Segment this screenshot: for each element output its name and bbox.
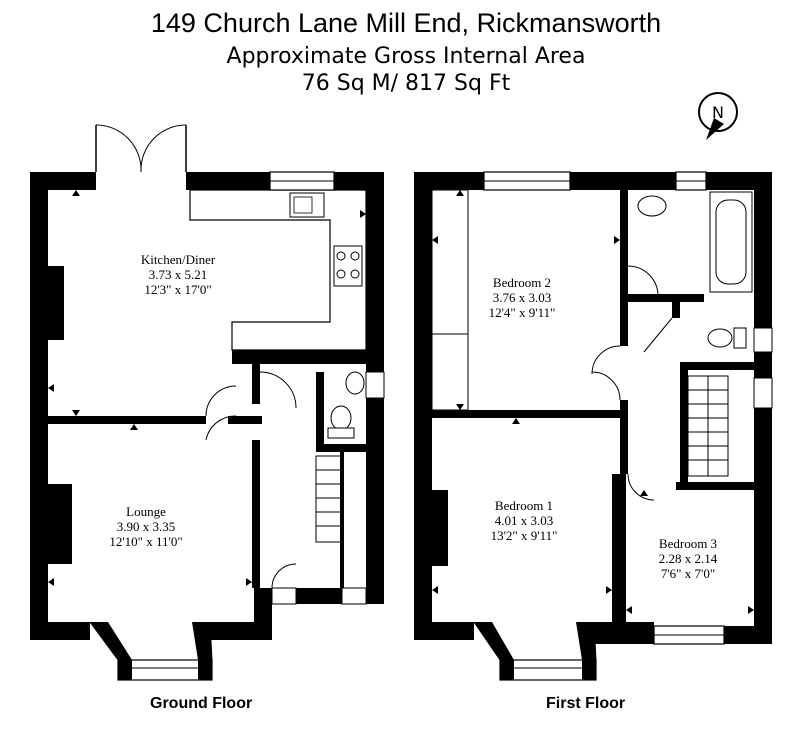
property-address: 149 Church Lane Mill End, Rickmansworth xyxy=(150,8,662,38)
room-name: Lounge xyxy=(126,504,166,519)
room-imperial: 12'4" x 9'11" xyxy=(488,305,556,320)
room-name: Kitchen/Diner xyxy=(140,252,216,267)
room-bedroom-1: Bedroom 1 4.01 x 3.03 13'2" x 9'11" xyxy=(464,498,584,543)
room-metric: 4.01 x 3.03 xyxy=(494,513,554,528)
room-name: Bedroom 2 xyxy=(492,275,552,290)
room-bedroom-3: Bedroom 3 2.28 x 2.14 7'6" x 7'0" xyxy=(630,536,746,581)
room-metric: 2.28 x 2.14 xyxy=(658,551,718,566)
room-kitchen-diner: Kitchen/Diner 3.73 x 5.21 12'3" x 17'0" xyxy=(118,252,238,297)
room-name: Bedroom 1 xyxy=(494,498,554,513)
room-metric: 3.73 x 5.21 xyxy=(148,267,208,282)
room-imperial: 12'3" x 17'0" xyxy=(144,282,212,297)
room-metric: 3.90 x 3.35 xyxy=(116,519,176,534)
north-arrow-icon: N xyxy=(698,92,738,140)
first-floor-plan xyxy=(414,171,773,681)
first-floor-label: First Floor xyxy=(546,695,626,712)
room-name: Bedroom 3 xyxy=(658,536,718,551)
area-label: Approximate Gross Internal Area xyxy=(226,44,586,69)
area-value: 76 Sq M/ 817 Sq Ft xyxy=(301,71,511,96)
room-metric: 3.76 x 3.03 xyxy=(492,290,552,305)
compass-letter: N xyxy=(712,103,724,122)
room-bedroom-2: Bedroom 2 3.76 x 3.03 12'4" x 9'11" xyxy=(462,275,582,320)
first-floor-walls xyxy=(414,172,772,644)
ground-floor-walls xyxy=(30,172,384,640)
room-imperial: 7'6" x 7'0" xyxy=(660,566,716,581)
room-imperial: 13'2" x 9'11" xyxy=(490,528,558,543)
room-imperial: 12'10" x 11'0" xyxy=(109,534,183,549)
ground-floor-label: Ground Floor xyxy=(150,695,253,712)
ground-floor-plan xyxy=(30,124,385,681)
room-lounge: Lounge 3.90 x 3.35 12'10" x 11'0" xyxy=(86,504,206,549)
